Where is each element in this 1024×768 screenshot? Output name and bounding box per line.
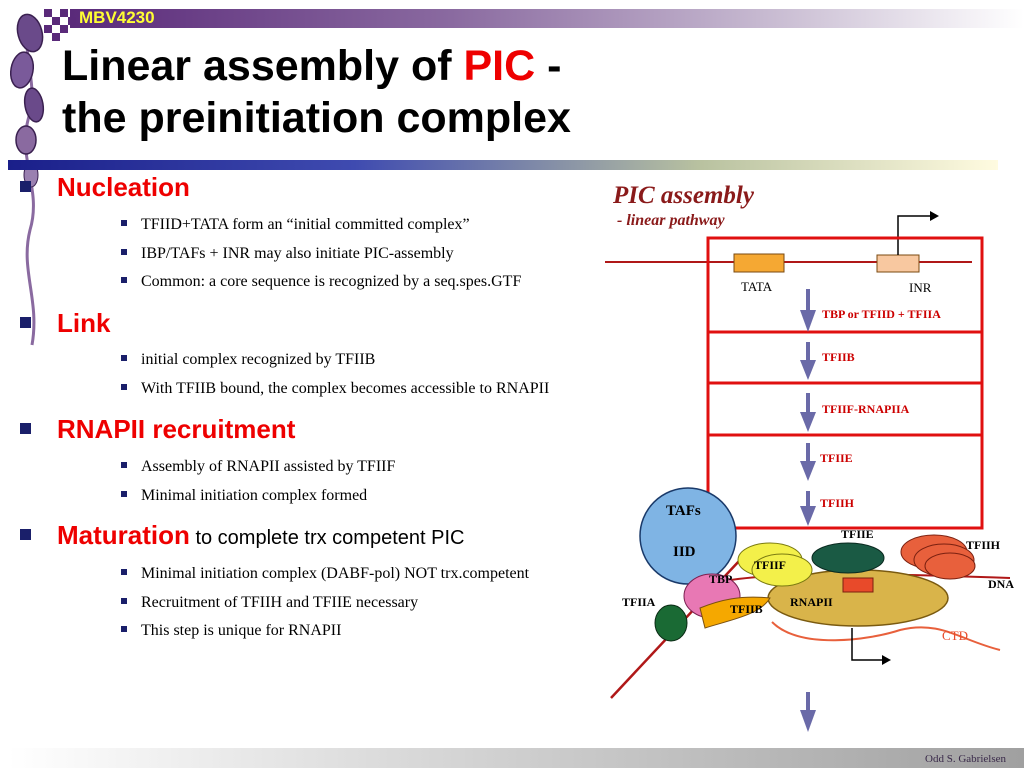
step-box-4: [706, 433, 984, 530]
title-part-2: -: [535, 42, 562, 90]
bullet-square: [121, 491, 127, 498]
pic-assembly-diagram: PIC assembly - linear pathway TATA INR T…: [605, 182, 1014, 732]
bullet-square: [20, 316, 31, 328]
bead-chain-decoration: [9, 13, 45, 346]
list-item: Recruitment of TFIIH and TFIIE necessary: [121, 594, 418, 612]
down-arrow-icon: [800, 360, 816, 380]
down-arrow-icon: [800, 310, 816, 332]
course-code: MBV4230: [79, 8, 155, 27]
title-divider: [8, 160, 998, 170]
down-arrow-2: [806, 342, 810, 367]
down-arrow-4: [806, 443, 810, 468]
transcription-start-arrow-2: [851, 628, 882, 661]
footer-author: Odd S. Gabrielsen: [925, 753, 1006, 765]
tfiif-label: TFIIF: [754, 558, 786, 572]
tbp-label: TBP: [709, 572, 732, 586]
step-label: TFIIE: [820, 451, 853, 465]
bullet-square: [121, 626, 127, 633]
tfiib-shape: [699, 596, 771, 629]
arrowhead-icon: [930, 211, 939, 221]
dna-label: DNA: [988, 577, 1014, 591]
bullet-square: [121, 462, 127, 469]
down-arrow-icon: [800, 412, 816, 432]
list-item: Common: a core sequence is recognized by…: [121, 273, 521, 291]
iid-label: IID: [673, 544, 696, 560]
bullet-square: [20, 180, 31, 192]
inr-label: INR: [909, 280, 932, 295]
step-label: TFIIB: [822, 350, 855, 364]
footer-band: [8, 748, 1024, 768]
list-item: initial complex recognized by TFIIB: [121, 351, 375, 369]
slide-title: Linear assembly of PIC - the preinitiati…: [62, 40, 571, 144]
list-item: Minimal initiation complex formed: [121, 487, 367, 505]
down-arrow-1: [806, 289, 810, 316]
ctd-label: CTD: [942, 628, 968, 643]
pathway-arrows: [800, 289, 816, 732]
step-label: TFIIF-RNAPIIA: [822, 402, 910, 416]
bullet-square: [121, 220, 127, 227]
list-item: IBP/TAFs + INR may also initiate PIC-ass…: [121, 245, 454, 263]
bullet-square: [121, 249, 127, 256]
bullet-square: [121, 277, 127, 284]
bullet-square: [121, 384, 127, 391]
bullet-square: [20, 422, 31, 434]
tfiih-label: TFIIH: [966, 538, 1001, 552]
inr-box: [876, 254, 920, 273]
tfiif-shape-2: [751, 553, 813, 587]
diagram-subtitle: - linear pathway: [617, 212, 725, 229]
tata-box: [733, 253, 785, 273]
down-arrow-3: [806, 393, 810, 419]
step-label: TBP or TFIID + TFIIA: [822, 307, 941, 321]
bullet-square: [121, 355, 127, 362]
rnapii-label: RNAPII: [790, 595, 833, 609]
bullet-square: [121, 569, 127, 576]
down-arrow-icon: [800, 710, 816, 732]
section-heading-rnapii-recruitment: RNAPII recruitment: [20, 414, 295, 445]
title-highlight: PIC: [463, 42, 536, 90]
ctd-tail: [771, 621, 1001, 651]
tfiia-label: TFIIA: [622, 595, 656, 609]
down-arrow-icon: [800, 506, 816, 526]
rnapii-marker: [842, 577, 874, 593]
tata-label: TATA: [741, 279, 773, 294]
list-item: TFIID+TATA form an “initial committed co…: [121, 216, 470, 234]
title-part-1: Linear assembly of: [62, 42, 464, 90]
step-label: TFIIH: [820, 496, 855, 510]
diagram-title: PIC assembly: [612, 182, 755, 209]
section-heading-suffix: to complete trx competent PIC: [189, 527, 465, 549]
tafs-label: TAFs: [666, 503, 701, 519]
list-item: Assembly of RNAPII assisted by TFIIF: [121, 458, 395, 476]
arrowhead-icon: [882, 655, 891, 665]
tfiia-shape: [654, 604, 688, 642]
transcription-start-arrow: [897, 215, 930, 255]
tfiie-label: TFIIE: [841, 527, 874, 541]
list-item: Minimal initiation complex (DABF-pol) NO…: [121, 565, 529, 583]
tfiie-shape: [811, 542, 885, 574]
list-item: This step is unique for RNAPII: [121, 622, 341, 640]
title-line-2: the preinitiation complex: [62, 94, 571, 142]
header-band: [70, 9, 1024, 28]
header-checker-decoration: [44, 9, 76, 41]
down-arrow-5: [806, 491, 810, 511]
list-item: With TFIIB bound, the complex becomes ac…: [121, 380, 549, 398]
tfiih-shape-3: [924, 552, 976, 580]
section-heading-link: Link: [20, 308, 110, 339]
bullet-square: [20, 528, 31, 540]
tfiib-label: TFIIB: [730, 602, 763, 616]
bullet-square: [121, 598, 127, 605]
section-heading-maturation: Maturation to complete trx competent PIC: [20, 520, 464, 551]
down-arrow-icon: [800, 461, 816, 481]
section-heading-nucleation: Nucleation: [20, 172, 190, 203]
down-arrow-6: [806, 692, 810, 714]
